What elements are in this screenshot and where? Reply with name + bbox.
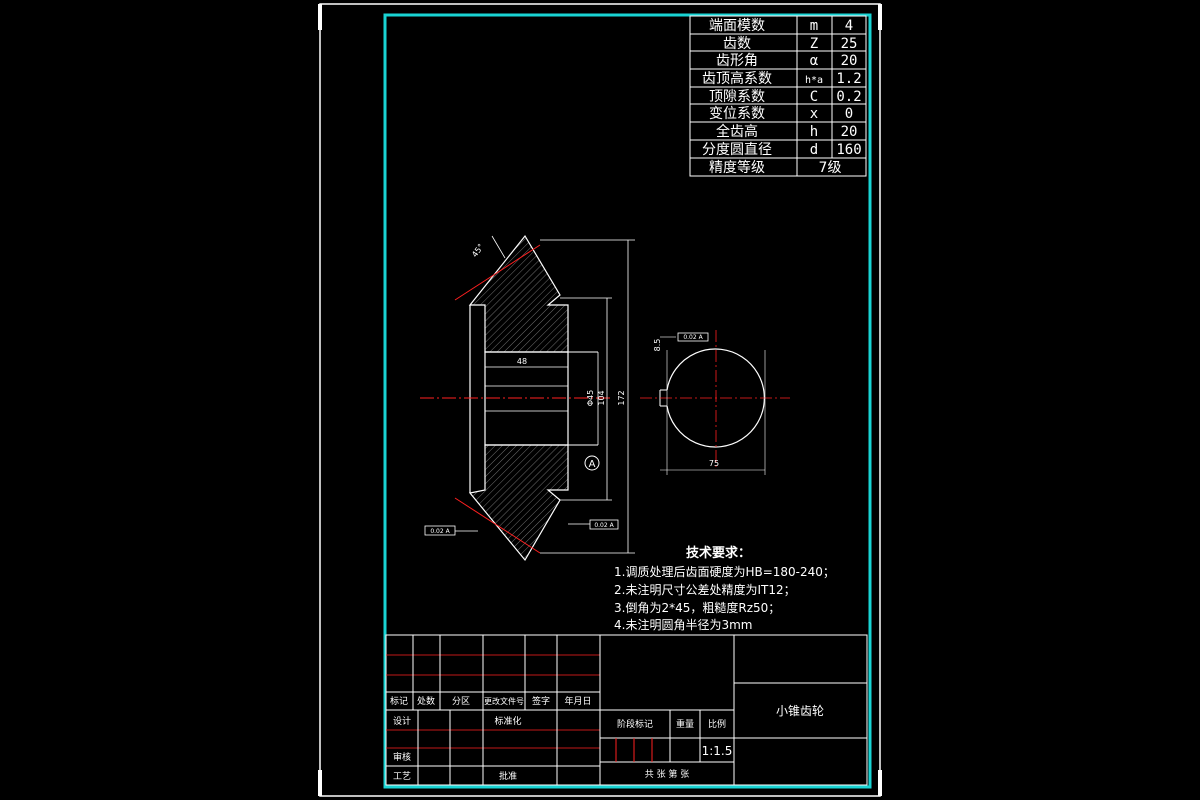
tolerance-frame-left: 0.02 A (424, 525, 478, 536)
tb-header: 年月日 (564, 695, 591, 707)
tb-role: 标准化 (494, 715, 521, 727)
dim-bore-dia: Φ45 (586, 390, 595, 406)
param-name: 顶隙系数 (709, 89, 765, 105)
param-symbol: m (810, 18, 818, 34)
param-value: 25 (841, 36, 858, 52)
parameter-table-text: 端面模数 齿数 齿形角 齿顶高系数 顶隙系数 变位系数 全齿高 分度圆直径 精度… (702, 18, 862, 176)
grade-label: 精度等级 (709, 159, 765, 176)
gear-bore (484, 351, 569, 446)
param-name: 全齿高 (716, 123, 758, 140)
dim-keyway-width: 8.5 (653, 339, 662, 352)
tech-req-item: 2.未注明尺寸公差处精度为IT12； (614, 582, 796, 597)
tb-header: 处数 (417, 695, 435, 707)
tech-req-title: 技术要求： (686, 545, 751, 561)
tb-scale-label: 比例 (708, 718, 726, 730)
drawing-frame (383, 13, 872, 789)
svg-text:0.02 A: 0.02 A (430, 528, 450, 535)
tb-header: 标记 (390, 695, 408, 707)
param-symbol: α (810, 53, 819, 69)
tb-stage-label: 阶段标记 (617, 718, 653, 730)
tb-role: 批准 (499, 770, 517, 782)
title-block-text: 标记 处数 分区 更改文件号 签字 年月日 设计 标准化 审核 工艺 批准 阶段… (390, 695, 824, 782)
param-value: 20 (841, 124, 858, 140)
dim-angle: 45° (470, 242, 486, 259)
dim-172: 172 (617, 390, 626, 405)
gear-upper-section (468, 234, 569, 353)
param-symbol: C (810, 89, 818, 105)
gear-section-view (420, 234, 612, 562)
datum-label: A (589, 459, 596, 470)
tech-req-item: 3.倒角为2*45，粗糙度Rz50； (614, 600, 780, 615)
datum-marker: A (584, 455, 600, 471)
tb-header: 更改文件号 (484, 696, 524, 706)
tb-sheet-label: 共 张 第 张 (645, 768, 690, 780)
param-value: 1.2 (836, 71, 861, 87)
param-symbol: x (810, 106, 818, 122)
param-symbol: d (810, 142, 818, 158)
tb-header: 签字 (532, 695, 550, 707)
dimension-lines (485, 235, 635, 554)
technical-requirements: 技术要求： 1.调质处理后齿面硬度为HB=180-240； 2.未注明尺寸公差处… (614, 545, 835, 632)
tb-role: 设计 (393, 715, 411, 727)
param-name: 端面模数 (709, 18, 765, 34)
tb-part-name: 小锥齿轮 (776, 704, 824, 718)
param-value: 0 (845, 106, 853, 122)
tb-role: 工艺 (393, 771, 411, 782)
dim-bore-length: 48 (517, 357, 527, 366)
param-name: 齿形角 (716, 53, 758, 69)
tb-weight-label: 重量 (676, 718, 694, 730)
tolerance-frame-right: 0.02 A (568, 519, 619, 530)
title-block (385, 634, 868, 786)
param-value: 20 (841, 53, 858, 69)
tech-req-item: 4.未注明圆角半径为3mm (614, 617, 752, 632)
param-symbol: h (810, 124, 818, 140)
keyway-tol-frame: 0.02 A (683, 334, 703, 341)
param-value: 4 (845, 18, 853, 34)
sheet-border (318, 3, 882, 797)
svg-text:0.02 A: 0.02 A (594, 522, 614, 529)
dim-keyway-depth: 75 (709, 459, 719, 468)
grade-value: 7级 (819, 160, 842, 176)
tb-header: 分区 (452, 696, 470, 707)
tech-req-item: 1.调质处理后齿面硬度为HB=180-240； (614, 564, 835, 579)
param-value: 160 (836, 142, 861, 158)
param-name: 分度圆直径 (702, 141, 772, 158)
tb-role: 审核 (393, 751, 411, 763)
param-name: 变位系数 (709, 106, 765, 122)
tb-scale-value: 1:1.5 (702, 744, 733, 758)
param-symbol: Z (810, 36, 818, 52)
param-name: 齿顶高系数 (702, 70, 772, 87)
param-name: 齿数 (723, 36, 751, 52)
dim-104: 104 (597, 390, 606, 405)
gear-lower-section (468, 444, 569, 562)
param-symbol: h*a (805, 75, 823, 86)
parameter-table (689, 15, 867, 177)
keyway-end-view: 0.02 A 75 8.5 (640, 330, 790, 475)
param-value: 0.2 (836, 89, 861, 105)
